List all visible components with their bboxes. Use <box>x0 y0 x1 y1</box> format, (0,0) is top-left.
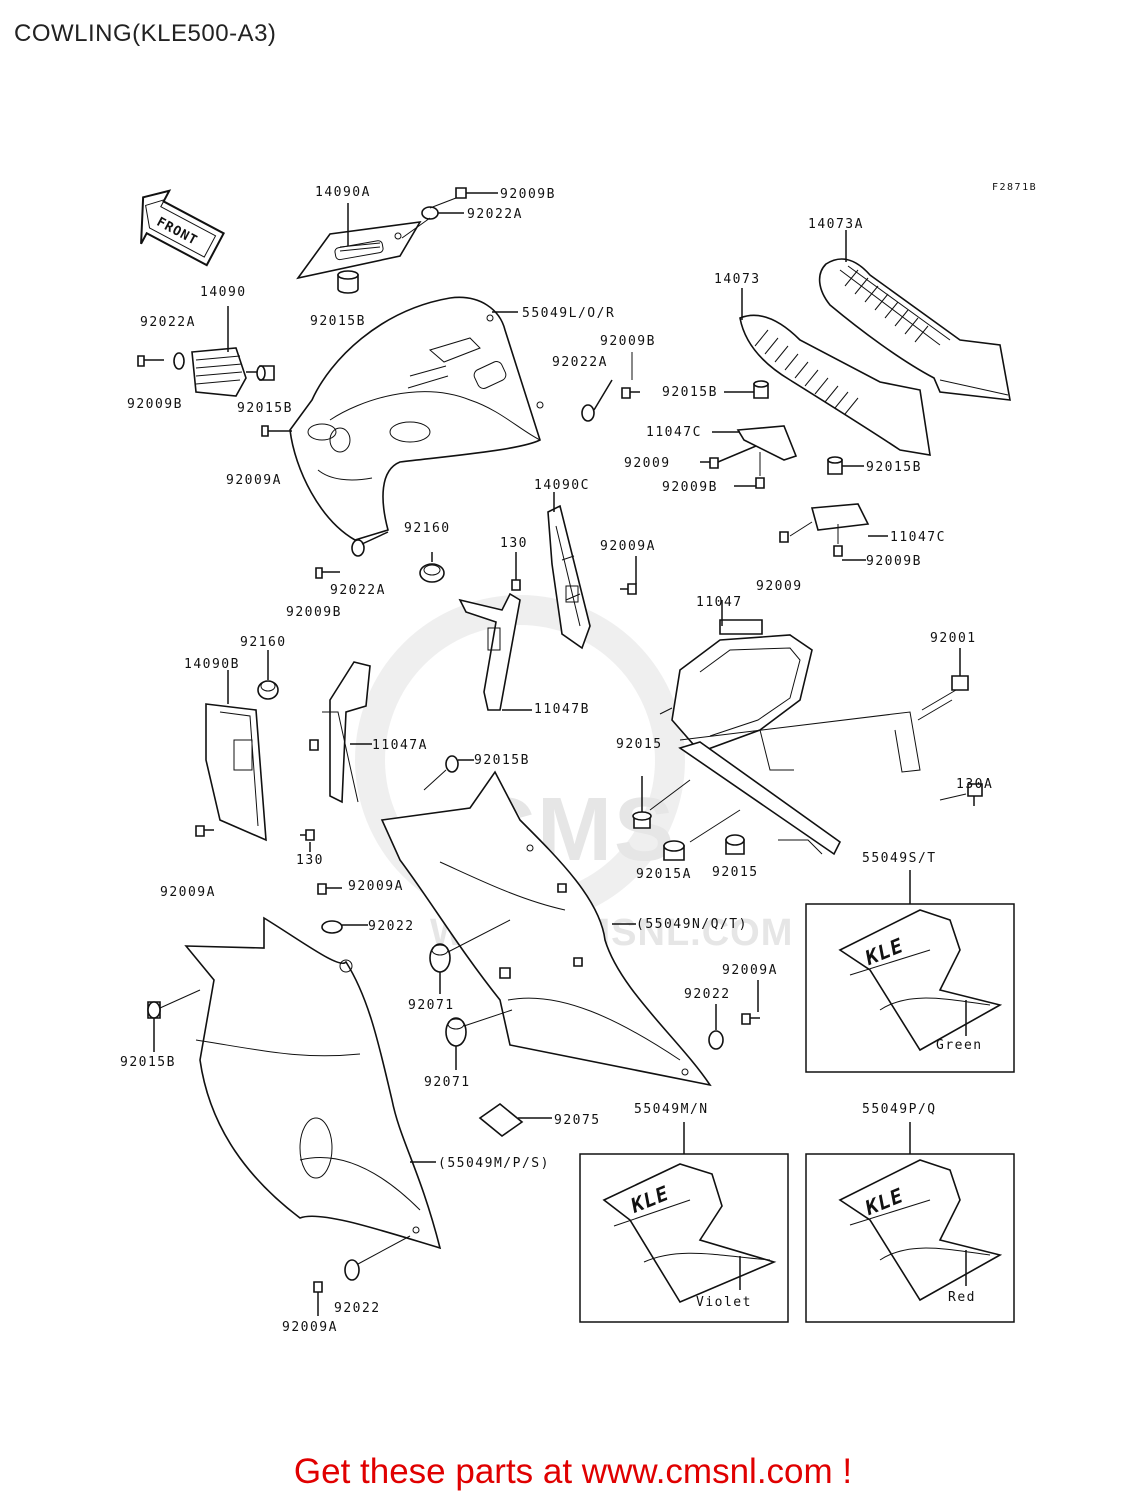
callout-14090: 14090 <box>200 285 247 300</box>
callout-92075: 92075 <box>554 1113 601 1128</box>
callout-92015: 92015 <box>616 737 663 752</box>
callout-92015b: 92015B <box>866 460 922 475</box>
callout-92009a: 92009A <box>282 1320 338 1335</box>
variant-label-green: Green <box>936 1038 983 1053</box>
bracket-11047b <box>458 592 521 711</box>
variant-box-red: KLE <box>805 1153 1015 1323</box>
callout-92009b: 92009B <box>600 334 656 349</box>
side-panel-14090b <box>205 703 267 842</box>
variant-label-violet: Violet <box>696 1295 752 1310</box>
callout-92015a: 92015A <box>636 867 692 882</box>
callout-11047c: 11047C <box>646 425 702 440</box>
vent-14090 <box>191 306 247 397</box>
callout-92009a: 92009A <box>600 539 656 554</box>
bracket-11047a <box>322 661 371 804</box>
cowl-frame-11047 <box>659 619 921 856</box>
vent-cover-14090a <box>296 220 422 294</box>
callout-130a: 130A <box>956 777 993 792</box>
callout-92022a: 92022A <box>330 583 386 598</box>
callout-55049n-q-t: (55049N/Q/T) <box>636 917 748 932</box>
callout-11047c: 11047C <box>890 530 946 545</box>
upper-cowl <box>289 296 544 541</box>
callout-92009b: 92009B <box>662 480 718 495</box>
callout-92022a: 92022A <box>467 207 523 222</box>
callout-92009b: 92009B <box>500 187 556 202</box>
callout-11047: 11047 <box>696 595 743 610</box>
figure-code: F2871B <box>992 182 1037 193</box>
lower-cowl <box>184 916 442 1250</box>
callout-130: 130 <box>296 853 324 868</box>
callout-92015b: 92015B <box>237 401 293 416</box>
callout-14090c: 14090C <box>534 478 590 493</box>
middle-cowl <box>380 770 712 1087</box>
callout-130: 130 <box>500 536 528 551</box>
callout-14090a: 14090A <box>315 185 371 200</box>
callout-92071: 92071 <box>424 1075 471 1090</box>
callout-55049m-n: 55049M/N <box>634 1102 709 1117</box>
callout-55049p-q: 55049P/Q <box>862 1102 937 1117</box>
callout-92160: 92160 <box>404 521 451 536</box>
callout-92071: 92071 <box>408 998 455 1013</box>
callout-92015b: 92015B <box>120 1055 176 1070</box>
callout-55049s-t: 55049S/T <box>862 851 937 866</box>
page-title: COWLING(KLE500-A3) <box>14 20 277 47</box>
callout-55049l-o-r: 55049L/O/R <box>522 306 615 321</box>
callout-92022a: 92022A <box>552 355 608 370</box>
callout-14090b: 14090B <box>184 657 240 672</box>
callout-92009b: 92009B <box>127 397 183 412</box>
variant-box-green: KLE <box>805 903 1015 1073</box>
callout-92160: 92160 <box>240 635 287 650</box>
inner-panel-14090c <box>547 504 591 650</box>
callout-92009a: 92009A <box>160 885 216 900</box>
variant-box-violet: KLE <box>579 1153 789 1323</box>
callout-92009a: 92009A <box>348 879 404 894</box>
callout-92009: 92009 <box>624 456 671 471</box>
callout-92022: 92022 <box>684 987 731 1002</box>
callout-92009a: 92009A <box>722 963 778 978</box>
callout-92022a: 92022A <box>140 315 196 330</box>
pad-92075 <box>478 1102 524 1138</box>
callout-55049m-p-s: (55049M/P/S) <box>438 1156 550 1171</box>
callout-92015b: 92015B <box>474 753 530 768</box>
callout-92009a: 92009A <box>226 473 282 488</box>
variant-label-red: Red <box>948 1290 976 1305</box>
air-hose-14073a <box>818 258 1011 401</box>
callout-92009: 92009 <box>756 579 803 594</box>
callout-92022: 92022 <box>368 919 415 934</box>
callout-92009b: 92009B <box>286 605 342 620</box>
callout-92022: 92022 <box>334 1301 381 1316</box>
front-arrow-icon: FRONT <box>140 189 226 267</box>
callout-92001: 92001 <box>930 631 977 646</box>
callout-11047a: 11047A <box>372 738 428 753</box>
cta-link[interactable]: Get these parts at www.cmsnl.com ! <box>293 1452 853 1491</box>
callout-14073: 14073 <box>714 272 761 287</box>
callout-92015b: 92015B <box>662 385 718 400</box>
callout-14073a: 14073A <box>808 217 864 232</box>
callout-92015: 92015 <box>712 865 759 880</box>
callout-92015b: 92015B <box>310 314 366 329</box>
air-hose-14073 <box>739 314 931 456</box>
callout-92009b: 92009B <box>866 554 922 569</box>
callout-11047b: 11047B <box>534 702 590 717</box>
